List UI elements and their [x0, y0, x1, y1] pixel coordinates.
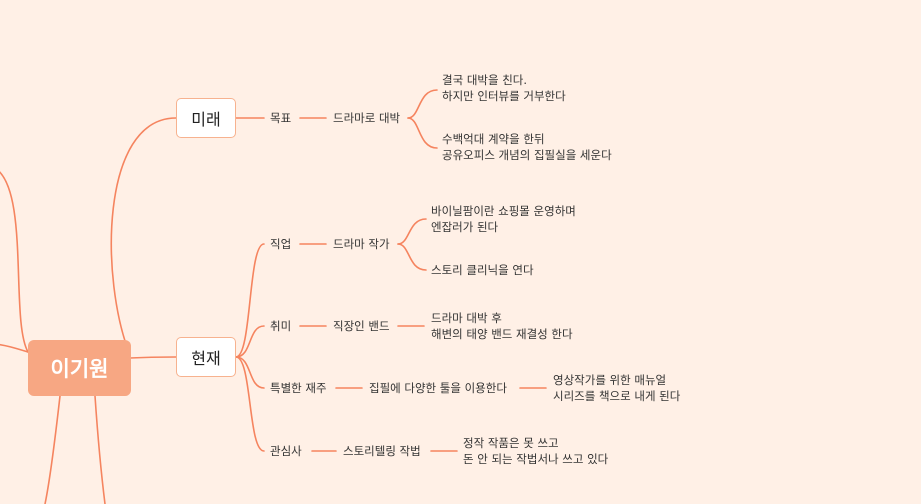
node-goal[interactable]: 목표 [270, 111, 292, 125]
link-drama-leaf2 [407, 117, 438, 149]
link-root-bottom [94, 395, 106, 504]
offscreen-branch-upper [0, 171, 29, 353]
link-present-job [235, 243, 265, 358]
link-writer-leaf1 [397, 218, 427, 245]
node-drama-writer[interactable]: 드라마 작가 [333, 237, 390, 251]
node-office-band[interactable]: 직장인 밴드 [333, 319, 390, 333]
link-drama-leaf1 [407, 89, 438, 119]
link-root-future [110, 117, 177, 356]
node-job[interactable]: 직업 [270, 237, 292, 251]
offscreen-branch-lower [44, 395, 61, 504]
node-interest[interactable]: 관심사 [270, 444, 302, 458]
link-present-hobby [235, 325, 265, 358]
link-present-talent [235, 356, 265, 389]
node-storytelling[interactable]: 스토리텔링 작법 [343, 444, 421, 458]
node-job-leaf-2[interactable]: 스토리 클리닉을 연다 [431, 263, 534, 277]
node-hobby-leaf[interactable]: 드라마 대박 후 해변의 태양 밴드 재결성 한다 [431, 311, 573, 341]
node-talent-leaf[interactable]: 영상작가를 위한 매뉴얼 시리즈를 책으로 내게 된다 [553, 373, 681, 403]
node-future[interactable]: 미래 [176, 98, 236, 138]
node-drama-hit[interactable]: 드라마로 대박 [333, 111, 401, 125]
node-talent[interactable]: 특별한 재주 [270, 381, 327, 395]
link-writer-leaf2 [397, 243, 427, 271]
node-hobby[interactable]: 취미 [270, 319, 292, 333]
node-future-leaf-2[interactable]: 수백억대 계약을 한뒤 공유오피스 개념의 집필실을 세운다 [442, 132, 612, 162]
root-node[interactable]: 이기원 [28, 340, 131, 396]
node-interest-leaf[interactable]: 정작 작품은 못 쓰고 돈 안 되는 작법서나 쓰고 있다 [463, 436, 609, 466]
link-root-present [129, 356, 177, 359]
node-present[interactable]: 현재 [176, 337, 236, 377]
node-tools[interactable]: 집필에 다양한 툴을 이용한다 [369, 381, 507, 395]
offscreen-branch-mid [0, 343, 29, 353]
node-job-leaf-1[interactable]: 바이닐팜이란 쇼핑몰 운영하며 엔잡러가 된다 [431, 204, 576, 234]
link-present-interest [235, 356, 265, 452]
node-future-leaf-1[interactable]: 결국 대박을 친다. 하지만 인터뷰를 거부한다 [442, 73, 566, 103]
